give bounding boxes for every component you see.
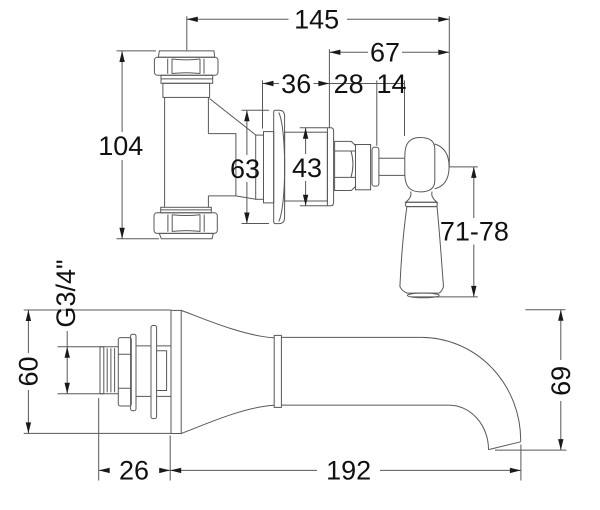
svg-text:63: 63 [230,154,260,184]
svg-text:60: 60 [14,356,44,386]
svg-text:26: 26 [119,456,149,486]
svg-text:104: 104 [98,131,143,161]
svg-text:71-78: 71-78 [440,217,509,247]
svg-text:67: 67 [370,38,400,68]
svg-text:43: 43 [292,153,322,183]
svg-text:145: 145 [294,5,339,35]
svg-text:28: 28 [334,69,364,99]
svg-text:192: 192 [326,455,371,485]
svg-text:14: 14 [376,69,406,99]
svg-text:G3/4": G3/4" [51,259,81,327]
svg-text:69: 69 [546,366,576,396]
svg-text:36: 36 [281,69,311,99]
